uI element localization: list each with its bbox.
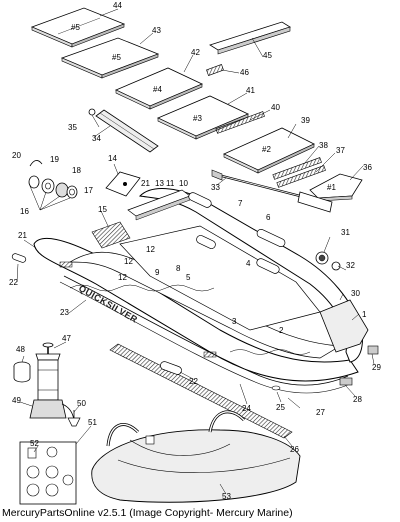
callout-34: 34 [92,134,101,143]
floor-board-5b [60,37,160,79]
callout-47: 47 [62,334,71,343]
floor-board-5a [30,7,126,48]
callout-50: 50 [77,399,86,408]
callout-8: 8 [176,264,181,273]
callout-2: 2 [279,326,284,335]
floor-label-5a: #5 [71,23,80,32]
callout-40: 40 [271,103,280,112]
callout-12a: 12 [146,245,155,254]
floor-label-1: #1 [327,183,336,192]
clip-35 [88,108,96,116]
adapter-48 [13,361,31,383]
callout-38: 38 [319,141,328,150]
callout-46: 46 [240,68,249,77]
handle-22-lower [160,361,182,375]
callout-11: 11 [166,179,175,188]
callout-43: 43 [152,26,161,35]
leader-lines [16,8,375,495]
valve-assembly [28,160,78,211]
patch-15 [91,221,131,249]
rail-38 [272,157,322,180]
callout-18: 18 [72,166,81,175]
callout-53: 53 [222,492,231,501]
callout-30: 30 [351,289,360,298]
callout-13: 13 [155,179,164,188]
callout-15: 15 [98,205,107,214]
callout-49: 49 [12,396,21,405]
callout-41: 41 [246,86,255,95]
callout-4: 4 [246,259,251,268]
floor-board-3 [157,95,249,140]
callout-20: 20 [12,151,21,160]
callout-1: 1 [362,310,367,319]
foot-pump [29,342,75,421]
callout-33: 33 [211,183,220,192]
carry-bag-53 [91,410,301,503]
callout-21b: 21 [18,231,27,240]
floor-board-4 [115,67,203,110]
callout-16: 16 [20,207,29,216]
handle-22 [11,253,27,263]
callout-12c: 12 [118,273,127,282]
callout-25: 25 [276,403,285,412]
callout-35: 35 [68,123,77,132]
repair-kit-52 [19,441,77,505]
callout-10: 10 [179,179,188,188]
callout-51: 51 [88,418,97,427]
keel-strip-26 [109,343,293,439]
callout-42: 42 [191,48,200,57]
stringer-45 [209,21,291,55]
callout-44: 44 [113,1,122,10]
callout-3: 3 [232,317,237,326]
callout-17: 17 [84,186,93,195]
callout-5: 5 [186,273,191,282]
callout-9: 9 [155,268,160,277]
floor-label-5b: #5 [112,53,121,62]
callout-19: 19 [50,155,59,164]
clip-46 [206,64,224,76]
callout-12b: 12 [124,257,133,266]
rail-37 [276,165,326,188]
callout-28: 28 [353,395,362,404]
hose-adapter-50 [67,410,81,427]
copyright-caption: MercuryPartsOnline v2.5.1 (Image Copyrig… [2,507,293,519]
floor-label-2: #2 [262,145,271,154]
callout-21a: 21 [141,179,150,188]
callout-22b: 22 [189,377,198,386]
callout-22a: 22 [9,278,18,287]
callout-27: 27 [316,408,325,417]
callout-29: 29 [372,363,381,372]
callout-6: 6 [266,213,271,222]
floor-board-2 [223,127,315,174]
callout-14: 14 [108,154,117,163]
callout-24: 24 [242,404,251,413]
oar-33 [211,169,333,213]
floor-label-4: #4 [153,85,162,94]
callout-45: 45 [263,51,272,60]
floor-label-3: #3 [193,114,202,123]
callout-7: 7 [238,199,243,208]
floor-board-1 [309,173,363,202]
callout-36: 36 [363,163,372,172]
callout-39: 39 [301,116,310,125]
callout-37: 37 [336,146,345,155]
callout-23: 23 [60,308,69,317]
rail-40 [215,111,265,134]
bracket-14-hole [123,182,127,186]
boat-hull [33,188,379,394]
callout-52: 52 [30,439,39,448]
callout-31: 31 [341,228,350,237]
callout-32: 32 [346,261,355,270]
stringer-34 [95,109,159,153]
callout-26: 26 [290,445,299,454]
callout-48: 48 [16,345,25,354]
